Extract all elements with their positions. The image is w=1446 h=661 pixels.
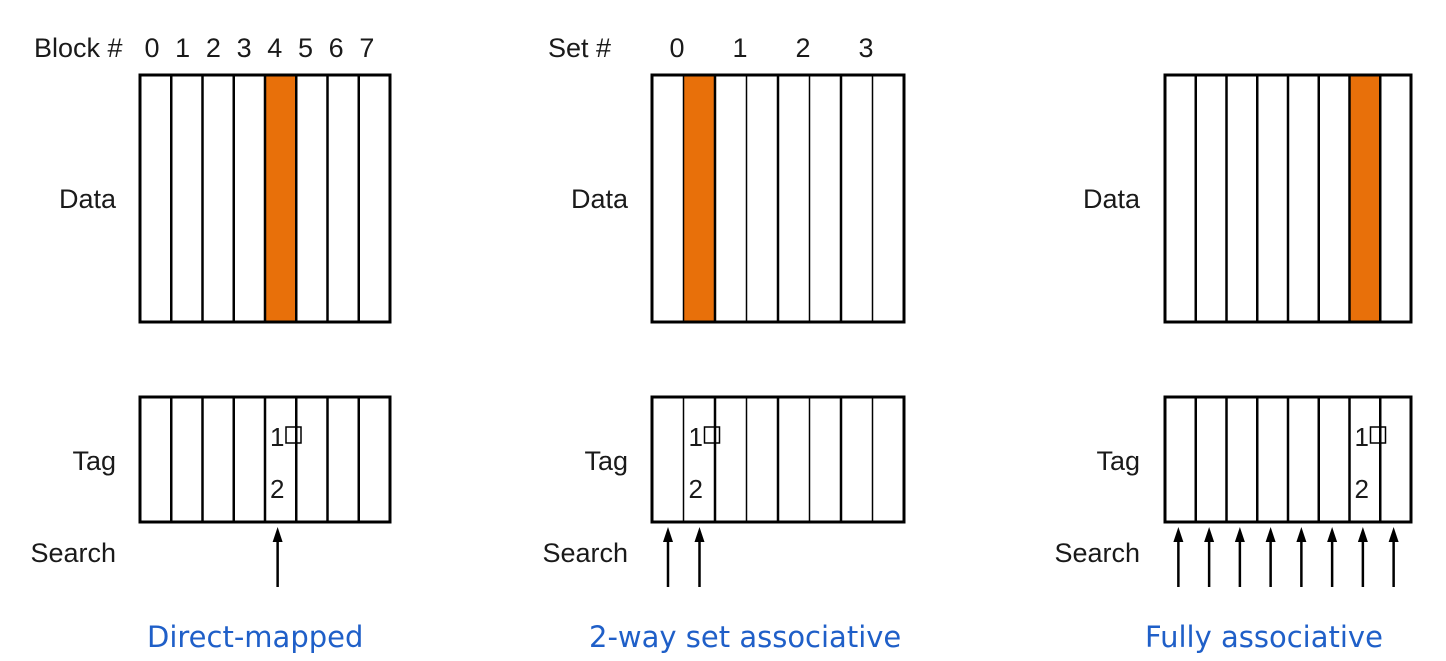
data-row-label: Data — [1083, 184, 1141, 214]
search-row-label: Search — [542, 538, 628, 568]
header-number: 4 — [267, 33, 282, 63]
header-number: 1 — [732, 33, 747, 63]
search-arrow — [1173, 527, 1184, 587]
tag-value-line2: 2 — [270, 474, 284, 504]
data-row-label: Data — [59, 184, 117, 214]
header-number: 0 — [669, 33, 684, 63]
header-number: 3 — [858, 33, 873, 63]
tag-value-line2: 2 — [1355, 474, 1369, 504]
highlighted-data-block — [1349, 75, 1381, 322]
caption-set2: 2-way set associative — [589, 620, 901, 654]
header-number: 2 — [206, 33, 221, 63]
search-arrow — [663, 527, 673, 587]
search-arrow — [1388, 527, 1399, 587]
tag-row-label: Tag — [72, 446, 116, 476]
missing-glyph-box — [703, 426, 721, 444]
caption-full: Fully associative — [1145, 620, 1383, 654]
caption-direct: Direct-mapped — [147, 620, 363, 654]
data-row-label: Data — [571, 184, 629, 214]
search-arrow — [272, 527, 283, 587]
header-number: 3 — [237, 33, 252, 63]
search-arrow — [1234, 527, 1245, 587]
search-arrow — [1204, 527, 1215, 587]
header-number: 5 — [298, 33, 313, 63]
header-label: Block # — [34, 33, 123, 63]
search-arrow — [1327, 527, 1338, 587]
highlighted-data-block — [265, 75, 297, 322]
tag-value-line1: 1 — [689, 422, 703, 452]
tag-value-line2: 2 — [689, 474, 703, 504]
tag-row-label: Tag — [1096, 446, 1140, 476]
tag-row-label: Tag — [584, 446, 628, 476]
search-arrow — [1296, 527, 1307, 587]
search-arrow — [694, 527, 705, 587]
header-number: 0 — [144, 33, 159, 63]
tag-value-line1: 1 — [1355, 422, 1369, 452]
search-row-label: Search — [30, 538, 116, 568]
search-arrow — [1357, 527, 1368, 587]
missing-glyph-box — [285, 426, 302, 444]
search-row-label: Search — [1054, 538, 1140, 568]
search-arrow — [1265, 527, 1276, 587]
tag-value-line1: 1 — [270, 422, 284, 452]
header-label: Set # — [548, 33, 611, 63]
header-number: 1 — [175, 33, 190, 63]
highlighted-data-block — [683, 75, 715, 322]
missing-glyph-box — [1369, 426, 1387, 444]
header-number: 6 — [329, 33, 344, 63]
header-number: 2 — [795, 33, 810, 63]
header-number: 7 — [359, 33, 374, 63]
